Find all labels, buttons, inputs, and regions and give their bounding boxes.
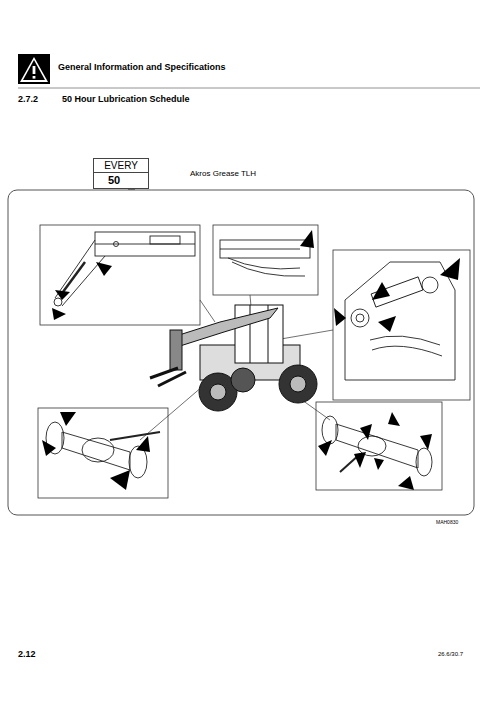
rear-axle-detail (322, 416, 432, 476)
interval-badge: EVERY50 (93, 158, 149, 189)
section-number: 2.7.2 (18, 95, 38, 105)
section-heading: 50 Hour Lubrication Schedule (62, 95, 190, 105)
header-rule (18, 88, 480, 89)
boom-head-detail (220, 240, 310, 276)
grease-point-arrows (318, 412, 432, 490)
grease-point-arrows (42, 412, 150, 490)
lubricant-name: Akros Grease TLH (190, 170, 256, 179)
model-code: 26.6/30.7 (438, 651, 463, 658)
grease-point-arrows (334, 258, 460, 332)
figure-code: MAH0830 (436, 520, 458, 526)
grease-point-arrows (52, 262, 112, 320)
illustration-frame (8, 190, 474, 515)
detail-insets (38, 225, 470, 498)
badge-value: 50 (94, 173, 148, 188)
page-header: General Information and Specifications (58, 63, 226, 73)
warning-icon (18, 54, 50, 84)
pivot-detail (345, 262, 455, 380)
leader-lines (140, 295, 333, 440)
page-number: 2.12 (18, 650, 36, 660)
badge-heading: EVERY (94, 159, 148, 173)
front-axle-detail (46, 422, 160, 478)
telehandler-machine (150, 305, 317, 411)
boom-detail (54, 232, 195, 306)
